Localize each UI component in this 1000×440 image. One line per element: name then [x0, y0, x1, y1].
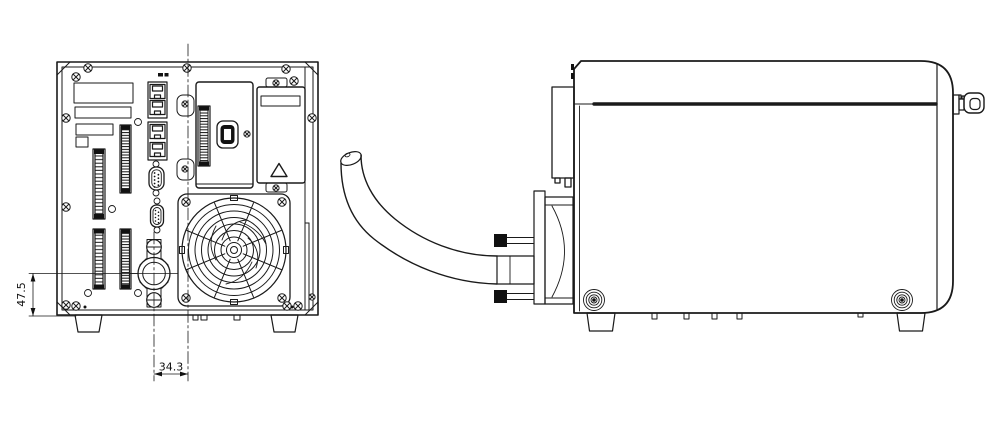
- led-indicator: [164, 73, 169, 77]
- side-foot-right: [896, 312, 926, 332]
- fan-grille: [179, 195, 289, 305]
- dimension-label-34-3: 34.3: [159, 361, 184, 374]
- dimension-label-47-5: 47.5: [15, 282, 28, 307]
- cable: [340, 151, 498, 285]
- key-icon: [963, 92, 985, 114]
- module-side-profile: [551, 86, 575, 188]
- side-foot-left: [586, 312, 616, 332]
- connector-latch: [494, 234, 507, 247]
- side-enclosure-outline: [571, 60, 954, 332]
- dimension-annotations: 47.5 34.3: [15, 273, 189, 377]
- cable-connector: [494, 190, 574, 305]
- dsub-connector-9pin: [148, 160, 165, 197]
- warning-triangle-icon: [270, 162, 288, 178]
- dsub-connector-hd: [149, 197, 165, 234]
- key-switch: [952, 92, 985, 115]
- panel-screws: [61, 63, 317, 311]
- ethernet-ports: [147, 81, 168, 161]
- power-module: [256, 77, 306, 193]
- connector-latch: [494, 290, 507, 303]
- fan-blades: [210, 219, 267, 285]
- cooling-fan: [177, 193, 291, 307]
- chassis-rivet: [583, 289, 605, 311]
- rear-foot-right: [270, 314, 299, 333]
- rear-foot-left: [74, 314, 103, 333]
- rear-panel-view: [56, 43, 319, 382]
- interface-module: [176, 81, 254, 189]
- dimension-34-3: 34.3: [153, 361, 189, 377]
- chassis-rivet: [891, 289, 913, 311]
- side-view: [340, 60, 985, 332]
- vent-slots: [73, 82, 134, 148]
- dimension-47-5: 47.5: [15, 273, 139, 317]
- io-port: [216, 120, 239, 149]
- circular-cable-connector: [129, 231, 183, 382]
- card-edge-connectors: [92, 124, 132, 290]
- led-indicator: [158, 73, 163, 77]
